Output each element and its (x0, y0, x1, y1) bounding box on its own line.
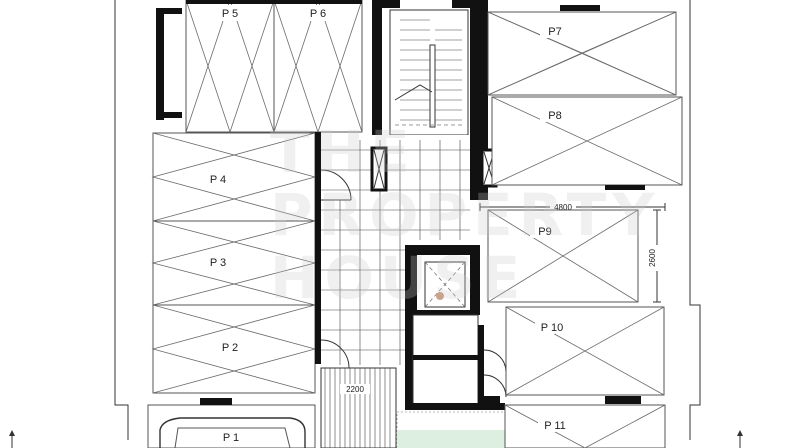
p5-label: P 5 (222, 8, 238, 20)
watermark-dot (436, 292, 444, 300)
ramp-dimension: 2200 (346, 385, 364, 394)
service-rooms (405, 314, 507, 410)
dimension-2600: 2600 (646, 209, 668, 303)
parking-bay-p11: P 11 (504, 404, 666, 448)
cabinet-cross (373, 149, 385, 189)
stair-wall-right (470, 0, 480, 200)
p8-label: P8 (548, 110, 561, 122)
parking-bay-p2: P 2 (151, 304, 317, 394)
parking-bay-p10: P 10 (505, 306, 665, 396)
wall-segment (480, 0, 488, 200)
wall-segment (560, 5, 600, 11)
p2-label: P 2 (222, 342, 238, 354)
wall-segment (156, 8, 164, 120)
dim-4800-label: 4800 (554, 203, 572, 212)
wall-segment (605, 396, 641, 404)
p3-label: P 3 (210, 257, 226, 269)
watermark-line1: THE (270, 118, 416, 186)
wall-segment (605, 185, 645, 190)
parking-bay-p1: P 1 (147, 398, 316, 448)
car-outline (159, 417, 306, 448)
parking-bay-p6: P 6 (273, 0, 363, 134)
watermark-line3: HOUSE (270, 244, 526, 312)
wall-segment (372, 0, 400, 8)
wall-segment (156, 112, 182, 118)
door-swing (320, 169, 352, 201)
p6-label: P 6 (310, 8, 326, 20)
door-swing (320, 339, 350, 369)
p7-label: P7 (548, 26, 561, 38)
lift-shaft (405, 245, 480, 315)
entrance-ramp: 2200 (320, 367, 397, 448)
p4-label: P 4 (210, 174, 226, 186)
p10-label: P 10 (541, 322, 563, 334)
p11-label: P 11 (544, 420, 566, 432)
stair-wall-left (372, 0, 382, 190)
section-marker-right (737, 430, 743, 448)
dimension-4800: 4800 (479, 201, 666, 212)
planting-strip-fill (397, 430, 505, 448)
watermark-line2: PROPERTY (270, 181, 660, 249)
section-marker-left (9, 430, 15, 448)
door-swing (483, 374, 507, 398)
wall-segment (452, 0, 480, 8)
parking-bay-p9: P9 (487, 209, 639, 303)
core-wall-left (315, 132, 321, 364)
parking-bay-p8: P8 (491, 96, 683, 186)
site-boundary (114, 0, 701, 440)
wall-segment (156, 8, 182, 14)
door-swing (483, 349, 507, 373)
parking-bay-p7: P7 (487, 11, 677, 96)
watermark: THE PROPERTY HOUSE (270, 118, 660, 312)
wall-segment (186, 0, 362, 4)
dim-2600-label: 2600 (648, 249, 657, 267)
wall-segment (480, 396, 500, 404)
parking-bay-p4: P 4 (151, 132, 317, 222)
staircase (389, 9, 469, 136)
p9-label: P9 (538, 226, 551, 238)
parking-bay-p5: P 5 (185, 0, 275, 134)
parking-bay-p3: P 3 (151, 220, 317, 306)
car-windscreen (174, 427, 291, 448)
p1-label: P 1 (223, 432, 239, 444)
